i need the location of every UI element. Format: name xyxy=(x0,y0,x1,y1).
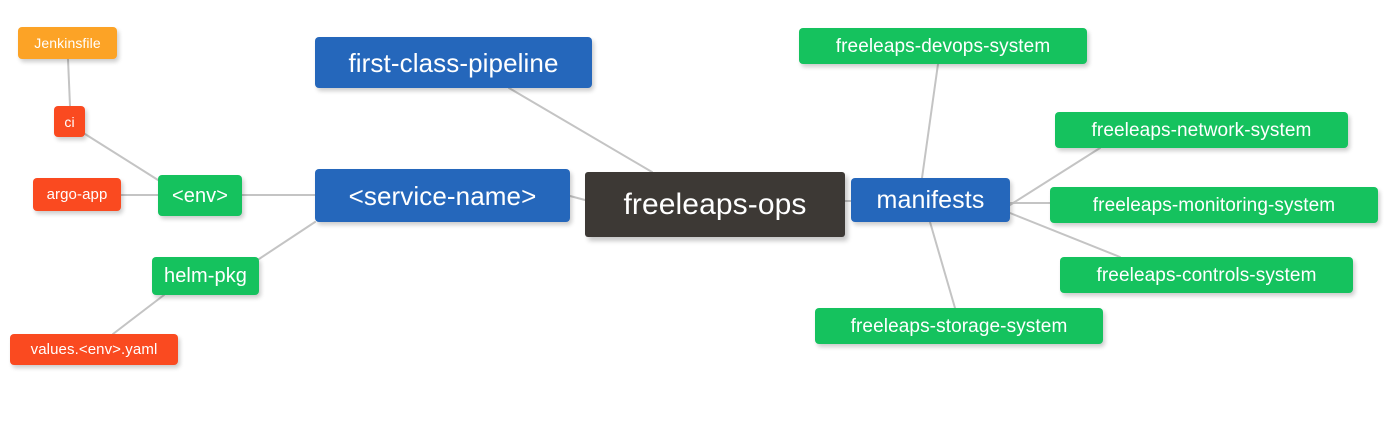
node-label: freeleaps-ops xyxy=(623,187,807,221)
node-storage-system[interactable]: freeleaps-storage-system xyxy=(815,308,1103,344)
node-label: freeleaps-network-system xyxy=(1091,119,1312,141)
node-label: first-class-pipeline xyxy=(348,47,559,78)
edge-manifests-to-storage-system xyxy=(929,221,956,309)
node-label: manifests xyxy=(876,185,985,214)
node-label: Jenkinsfile xyxy=(34,35,101,51)
edge-manifests-to-devops-system xyxy=(921,63,939,179)
node-label: freeleaps-storage-system xyxy=(850,315,1068,337)
node-manifests[interactable]: manifests xyxy=(851,178,1010,222)
node-label: ci xyxy=(64,113,75,130)
node-env[interactable]: <env> xyxy=(158,175,242,216)
edge-service-name-to-freeleaps-ops xyxy=(569,195,586,201)
node-argo-app[interactable]: argo-app xyxy=(33,178,121,211)
node-label: argo-app xyxy=(46,186,108,203)
node-label: values.<env>.yaml xyxy=(30,341,158,358)
node-label: <service-name> xyxy=(348,180,537,211)
node-helm-pkg[interactable]: helm-pkg xyxy=(152,257,259,295)
edge-first-class-pipeline-to-freeleaps-ops xyxy=(508,87,653,173)
edge-jenkinsfile-to-ci xyxy=(67,58,71,107)
node-controls-system[interactable]: freeleaps-controls-system xyxy=(1060,257,1353,293)
node-jenkinsfile[interactable]: Jenkinsfile xyxy=(18,27,117,59)
node-label: freeleaps-controls-system xyxy=(1096,264,1317,286)
node-devops-system[interactable]: freeleaps-devops-system xyxy=(799,28,1087,64)
node-ci[interactable]: ci xyxy=(54,106,85,137)
node-first-class-pipeline[interactable]: first-class-pipeline xyxy=(315,37,592,88)
node-freeleaps-ops[interactable]: freeleaps-ops xyxy=(585,172,845,237)
node-service-name[interactable]: <service-name> xyxy=(315,169,570,222)
node-network-system[interactable]: freeleaps-network-system xyxy=(1055,112,1348,148)
node-label: freeleaps-monitoring-system xyxy=(1092,194,1336,216)
node-label: <env> xyxy=(171,184,229,207)
edge-ci-to-env xyxy=(84,133,159,181)
node-monitoring-system[interactable]: freeleaps-monitoring-system xyxy=(1050,187,1378,223)
node-label: freeleaps-devops-system xyxy=(835,35,1051,57)
node-label: helm-pkg xyxy=(163,265,248,287)
node-values-env-yaml[interactable]: values.<env>.yaml xyxy=(10,334,178,365)
edge-service-name-to-helm-pkg xyxy=(258,221,316,260)
edge-helm-pkg-to-values-env-yaml xyxy=(112,294,165,335)
